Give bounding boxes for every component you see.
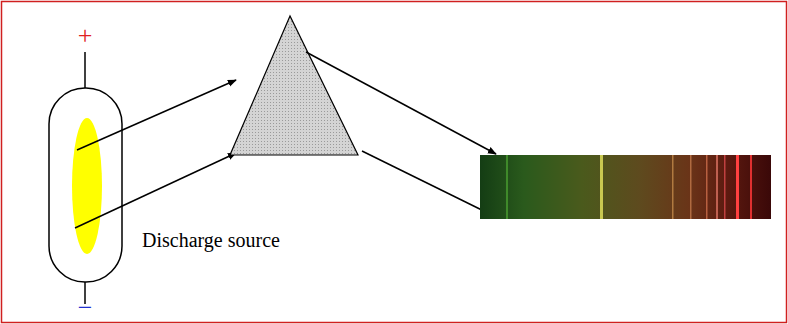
light-ray (77, 80, 236, 150)
prism (230, 16, 358, 155)
discharge-tube (49, 88, 122, 282)
light-ray (362, 151, 496, 217)
light-ray (306, 52, 496, 154)
light-ray (75, 153, 236, 228)
component-label: Discharge source (142, 230, 280, 250)
polarity-sign: + (78, 23, 93, 49)
electrode-wire (84, 52, 86, 88)
glow (72, 118, 102, 254)
line-spectrum (480, 155, 771, 219)
polarity-sign: − (78, 295, 93, 321)
